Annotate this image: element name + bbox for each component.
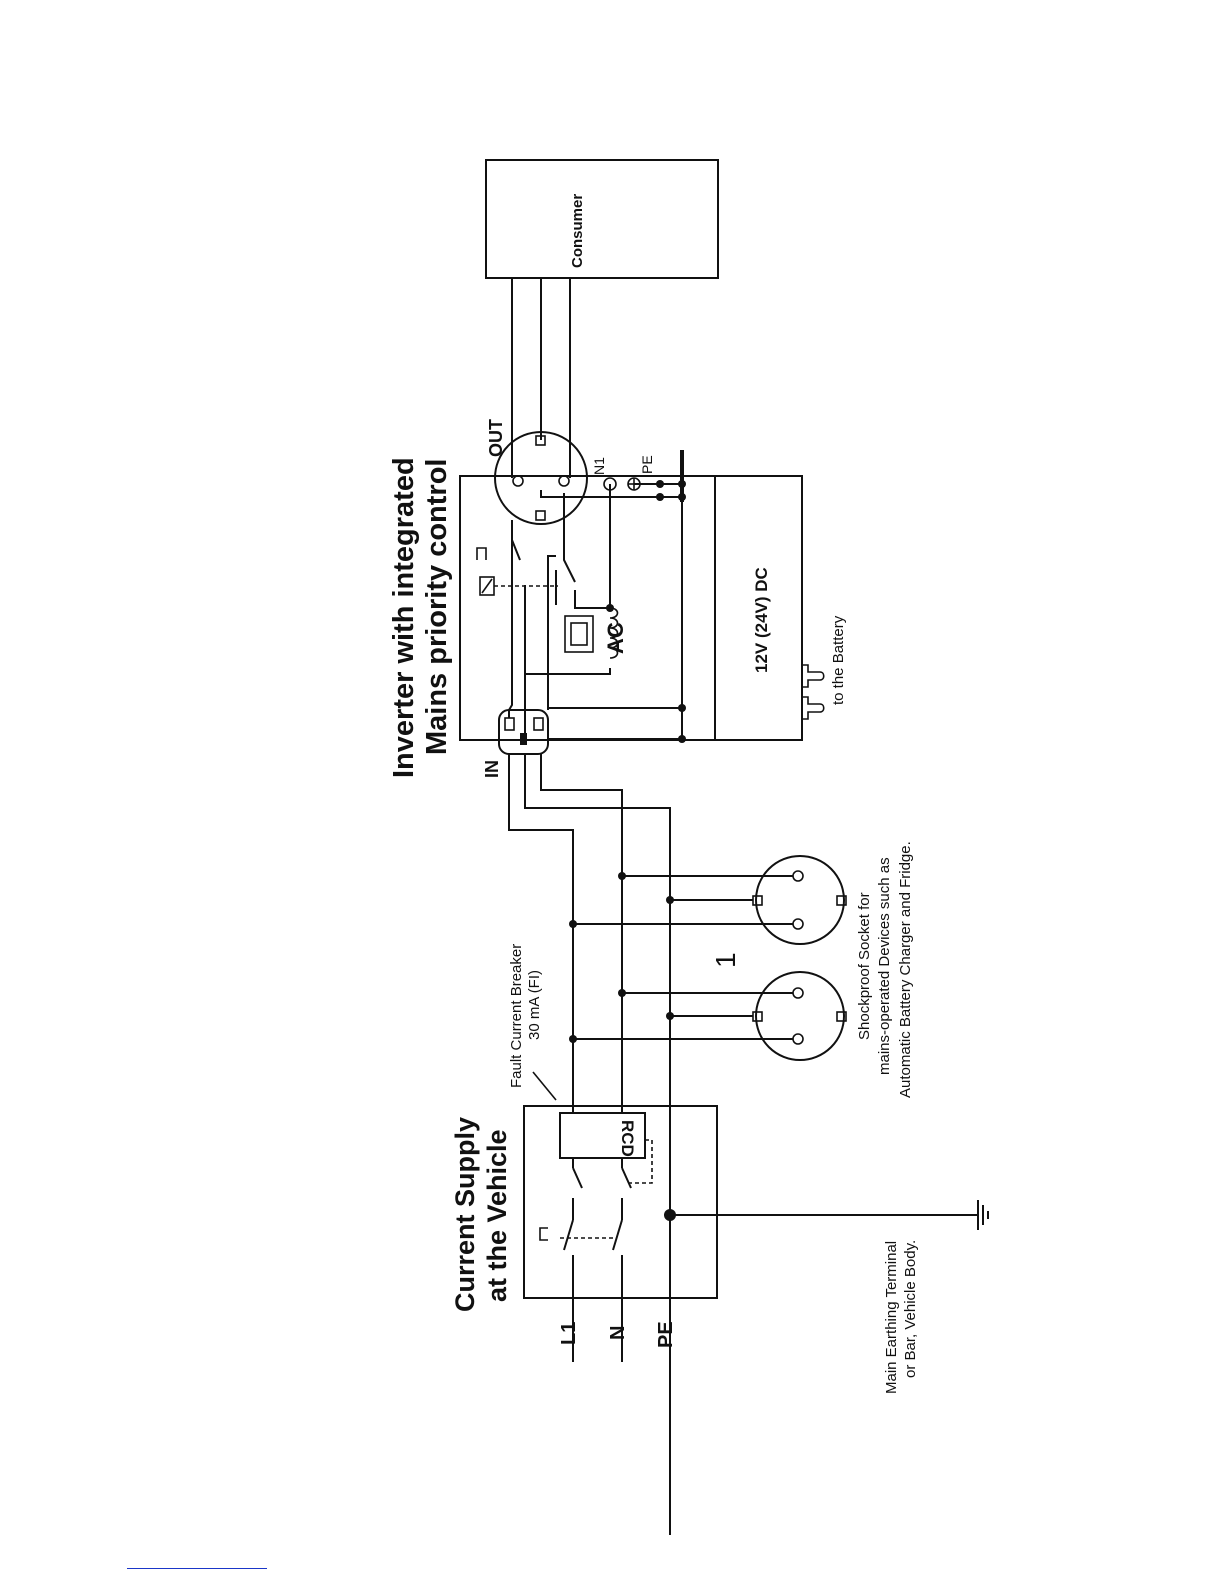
socket-caption-line1: Shockproof Socket for [856, 892, 873, 1040]
battery-terminal-1 [802, 664, 825, 688]
socket-marker: 1 [710, 952, 741, 968]
socket-1 [755, 855, 845, 945]
battery-terminal-2 [802, 696, 825, 720]
supply-l1-label: L1 [558, 1322, 580, 1345]
in-pin-n [533, 717, 544, 731]
n-wire [540, 754, 623, 1113]
breaker-label-line1: Fault Current Breaker [508, 944, 525, 1088]
n1-label: N1 [591, 457, 607, 475]
in-label: IN [482, 760, 502, 778]
pe-wire [524, 754, 671, 1535]
consumer-box [485, 159, 719, 279]
earthing-label-line2: or Bar, Vehicle Body. [902, 1240, 919, 1378]
out-socket [494, 431, 588, 525]
socket-caption-line3: Automatic Battery Charger and Fridge. [897, 841, 914, 1098]
out-socket-pin-1 [512, 475, 524, 487]
out-label: OUT [486, 419, 506, 457]
supply-box [523, 1105, 718, 1299]
socket-2 [755, 971, 845, 1061]
out-socket-earth-bottom [535, 510, 546, 521]
out-socket-earth-top [535, 435, 546, 446]
ac-coil [609, 607, 619, 659]
inverter-title-line1: Inverter with integrated [388, 457, 420, 778]
supply-title-line2: at the Vehicle [482, 1129, 512, 1302]
supply-n-label: N [607, 1326, 629, 1340]
rcd-box [559, 1112, 646, 1159]
rcd-label: RCD [618, 1120, 637, 1157]
breaker-pointer [532, 1071, 557, 1101]
dc-label: 12V (24V) DC [752, 567, 771, 673]
pe-terminal-label: PE [639, 455, 655, 474]
relay-contact-1 [511, 520, 521, 561]
l1-wire [508, 754, 574, 1113]
ac-block-outer [564, 615, 594, 653]
rcd-trip-link [628, 1139, 653, 1184]
breaker-label-line2: 30 mA (FI) [526, 970, 543, 1040]
in-connector [498, 709, 549, 755]
earth-bus [540, 490, 682, 498]
supply-title-line1: Current Supply [450, 1117, 480, 1312]
inverter-title-line2: Mains priority control [421, 459, 453, 755]
supply-pe-label: PE [655, 1321, 677, 1348]
socket-caption-line2: mains-operated Devices such as [876, 857, 893, 1075]
relay-actuator [476, 547, 487, 560]
battery-label: to the Battery [830, 615, 847, 705]
in-pin-l [504, 717, 515, 731]
main-breaker-actuator [539, 1227, 548, 1241]
footnote-rule [127, 1568, 267, 1569]
relay-contact-2 [563, 493, 576, 583]
in-pin-pe [520, 733, 527, 745]
out-socket-pin-2 [558, 475, 570, 487]
consumer-label: Consumer [569, 194, 586, 268]
ac-block-inner [570, 622, 588, 646]
earthing-label-line1: Main Earthing Terminal [883, 1241, 900, 1394]
